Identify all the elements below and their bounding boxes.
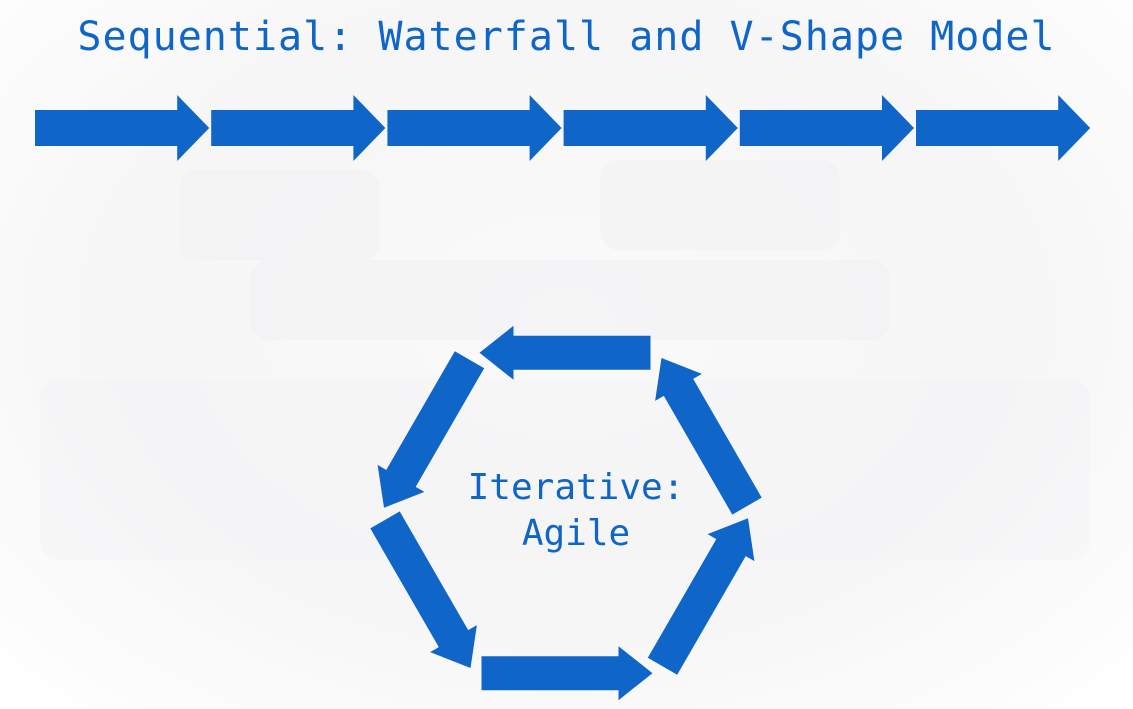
page-title: Sequential: Waterfall and V-Shape Model (77, 14, 1056, 60)
cycle-arrow (481, 646, 653, 701)
background-decoration (40, 380, 1090, 560)
sequential-arrow (563, 95, 738, 161)
cycle-arrow (647, 518, 755, 675)
cycle-arrow (655, 358, 762, 515)
sequential-arrow-row (35, 95, 1091, 161)
cycle-arrow (377, 351, 485, 508)
background-decoration (600, 160, 840, 250)
sequential-arrow (739, 95, 914, 161)
sequential-arrow (916, 95, 1091, 161)
cycle-label-line-1: Iterative: (467, 467, 685, 508)
sequential-arrow (387, 95, 562, 161)
sequential-arrow (211, 95, 386, 161)
background-decoration (180, 170, 380, 260)
agile-cycle (370, 325, 762, 701)
sequential-arrow (35, 95, 210, 161)
cycle-label-line-2: Agile (521, 513, 631, 554)
background-decoration (250, 260, 890, 340)
cycle-label: Iterative: Agile (416, 465, 736, 557)
cycle-arrow (479, 325, 651, 380)
cycle-arrow (370, 511, 477, 668)
